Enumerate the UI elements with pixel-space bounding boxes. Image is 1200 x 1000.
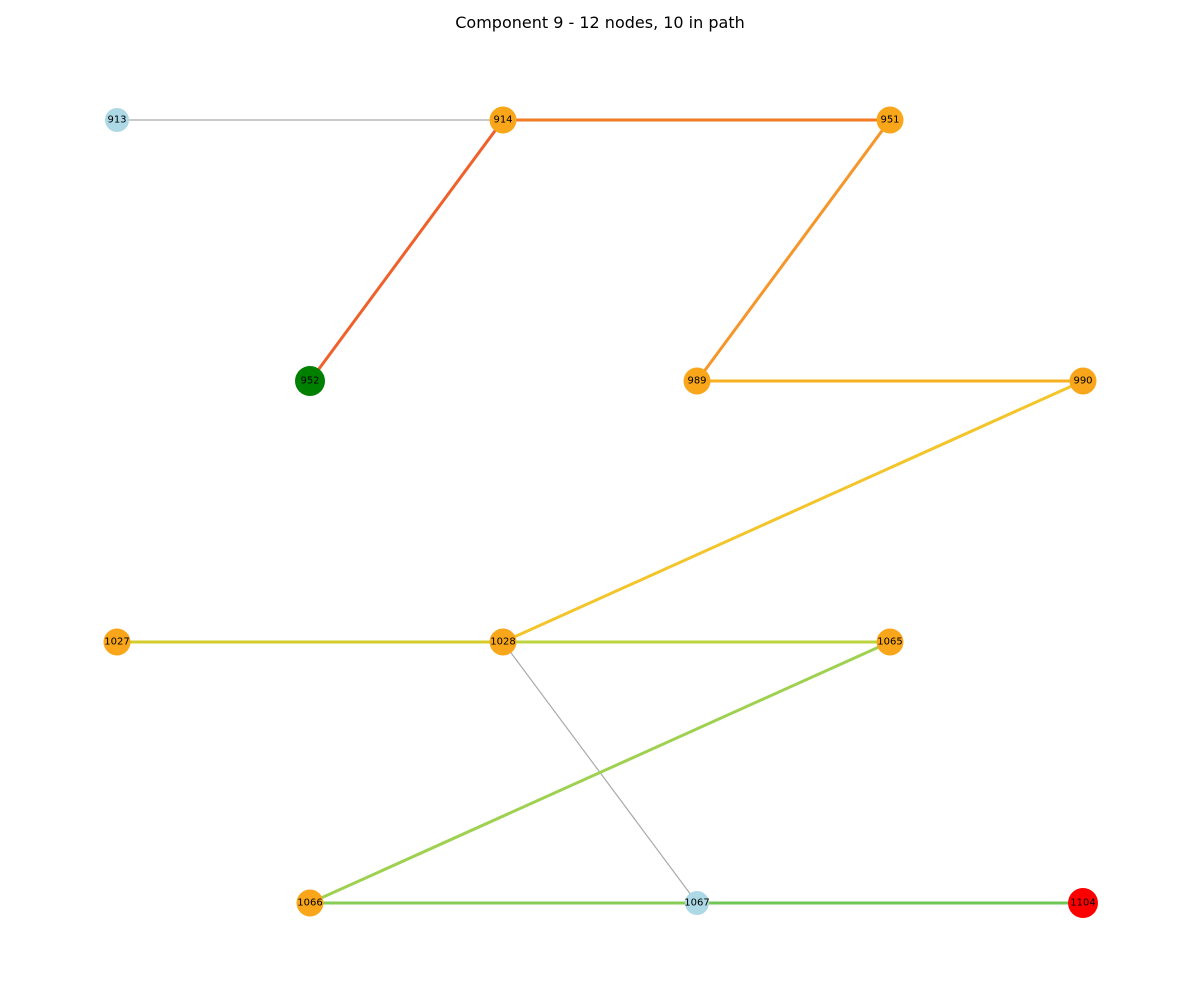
node-1065: 1065 <box>876 628 904 656</box>
node-label-1065: 1065 <box>877 637 902 648</box>
node-990: 990 <box>1069 367 1097 395</box>
node-label-952: 952 <box>300 376 319 387</box>
node-circle-1028 <box>489 628 517 656</box>
figure-title: Component 9 - 12 nodes, 10 in path <box>455 13 745 32</box>
node-1066: 1066 <box>296 889 324 917</box>
node-label-913: 913 <box>107 115 126 126</box>
node-label-990: 990 <box>1073 376 1092 387</box>
edge-990-1028 <box>501 379 1085 644</box>
node-circle-990 <box>1069 367 1097 395</box>
node-1028: 1028 <box>489 628 517 656</box>
node-914: 914 <box>489 106 517 134</box>
node-913: 913 <box>105 108 129 132</box>
node-circle-1104 <box>1068 888 1098 918</box>
node-circle-1067 <box>685 891 709 915</box>
node-label-951: 951 <box>880 115 899 126</box>
node-circle-1066 <box>296 889 324 917</box>
nodes-layer: 913 914 951 952 989 990 1027 1028 1065 1066 1067 11… <box>103 106 1098 918</box>
edge-952-914 <box>308 118 505 383</box>
node-circle-989 <box>683 367 711 395</box>
node-label-1066: 1066 <box>297 898 322 909</box>
node-label-1104: 1104 <box>1070 898 1095 909</box>
node-circle-951 <box>876 106 904 134</box>
edges-layer <box>115 118 1085 905</box>
node-circle-914 <box>489 106 517 134</box>
node-circle-1065 <box>876 628 904 656</box>
node-952: 952 <box>295 366 325 396</box>
node-label-914: 914 <box>493 115 512 126</box>
node-1027: 1027 <box>103 628 131 656</box>
node-label-1028: 1028 <box>490 637 515 648</box>
node-circle-913 <box>105 108 129 132</box>
node-989: 989 <box>683 367 711 395</box>
node-circle-952 <box>295 366 325 396</box>
node-1104: 1104 <box>1068 888 1098 918</box>
edge-1065-1066 <box>308 640 892 905</box>
node-1067: 1067 <box>684 891 710 915</box>
edge-951-989 <box>695 118 892 383</box>
node-label-1027: 1027 <box>104 637 129 648</box>
node-circle-1027 <box>103 628 131 656</box>
node-label-1067: 1067 <box>684 898 709 909</box>
node-label-989: 989 <box>687 376 706 387</box>
node-951: 951 <box>876 106 904 134</box>
